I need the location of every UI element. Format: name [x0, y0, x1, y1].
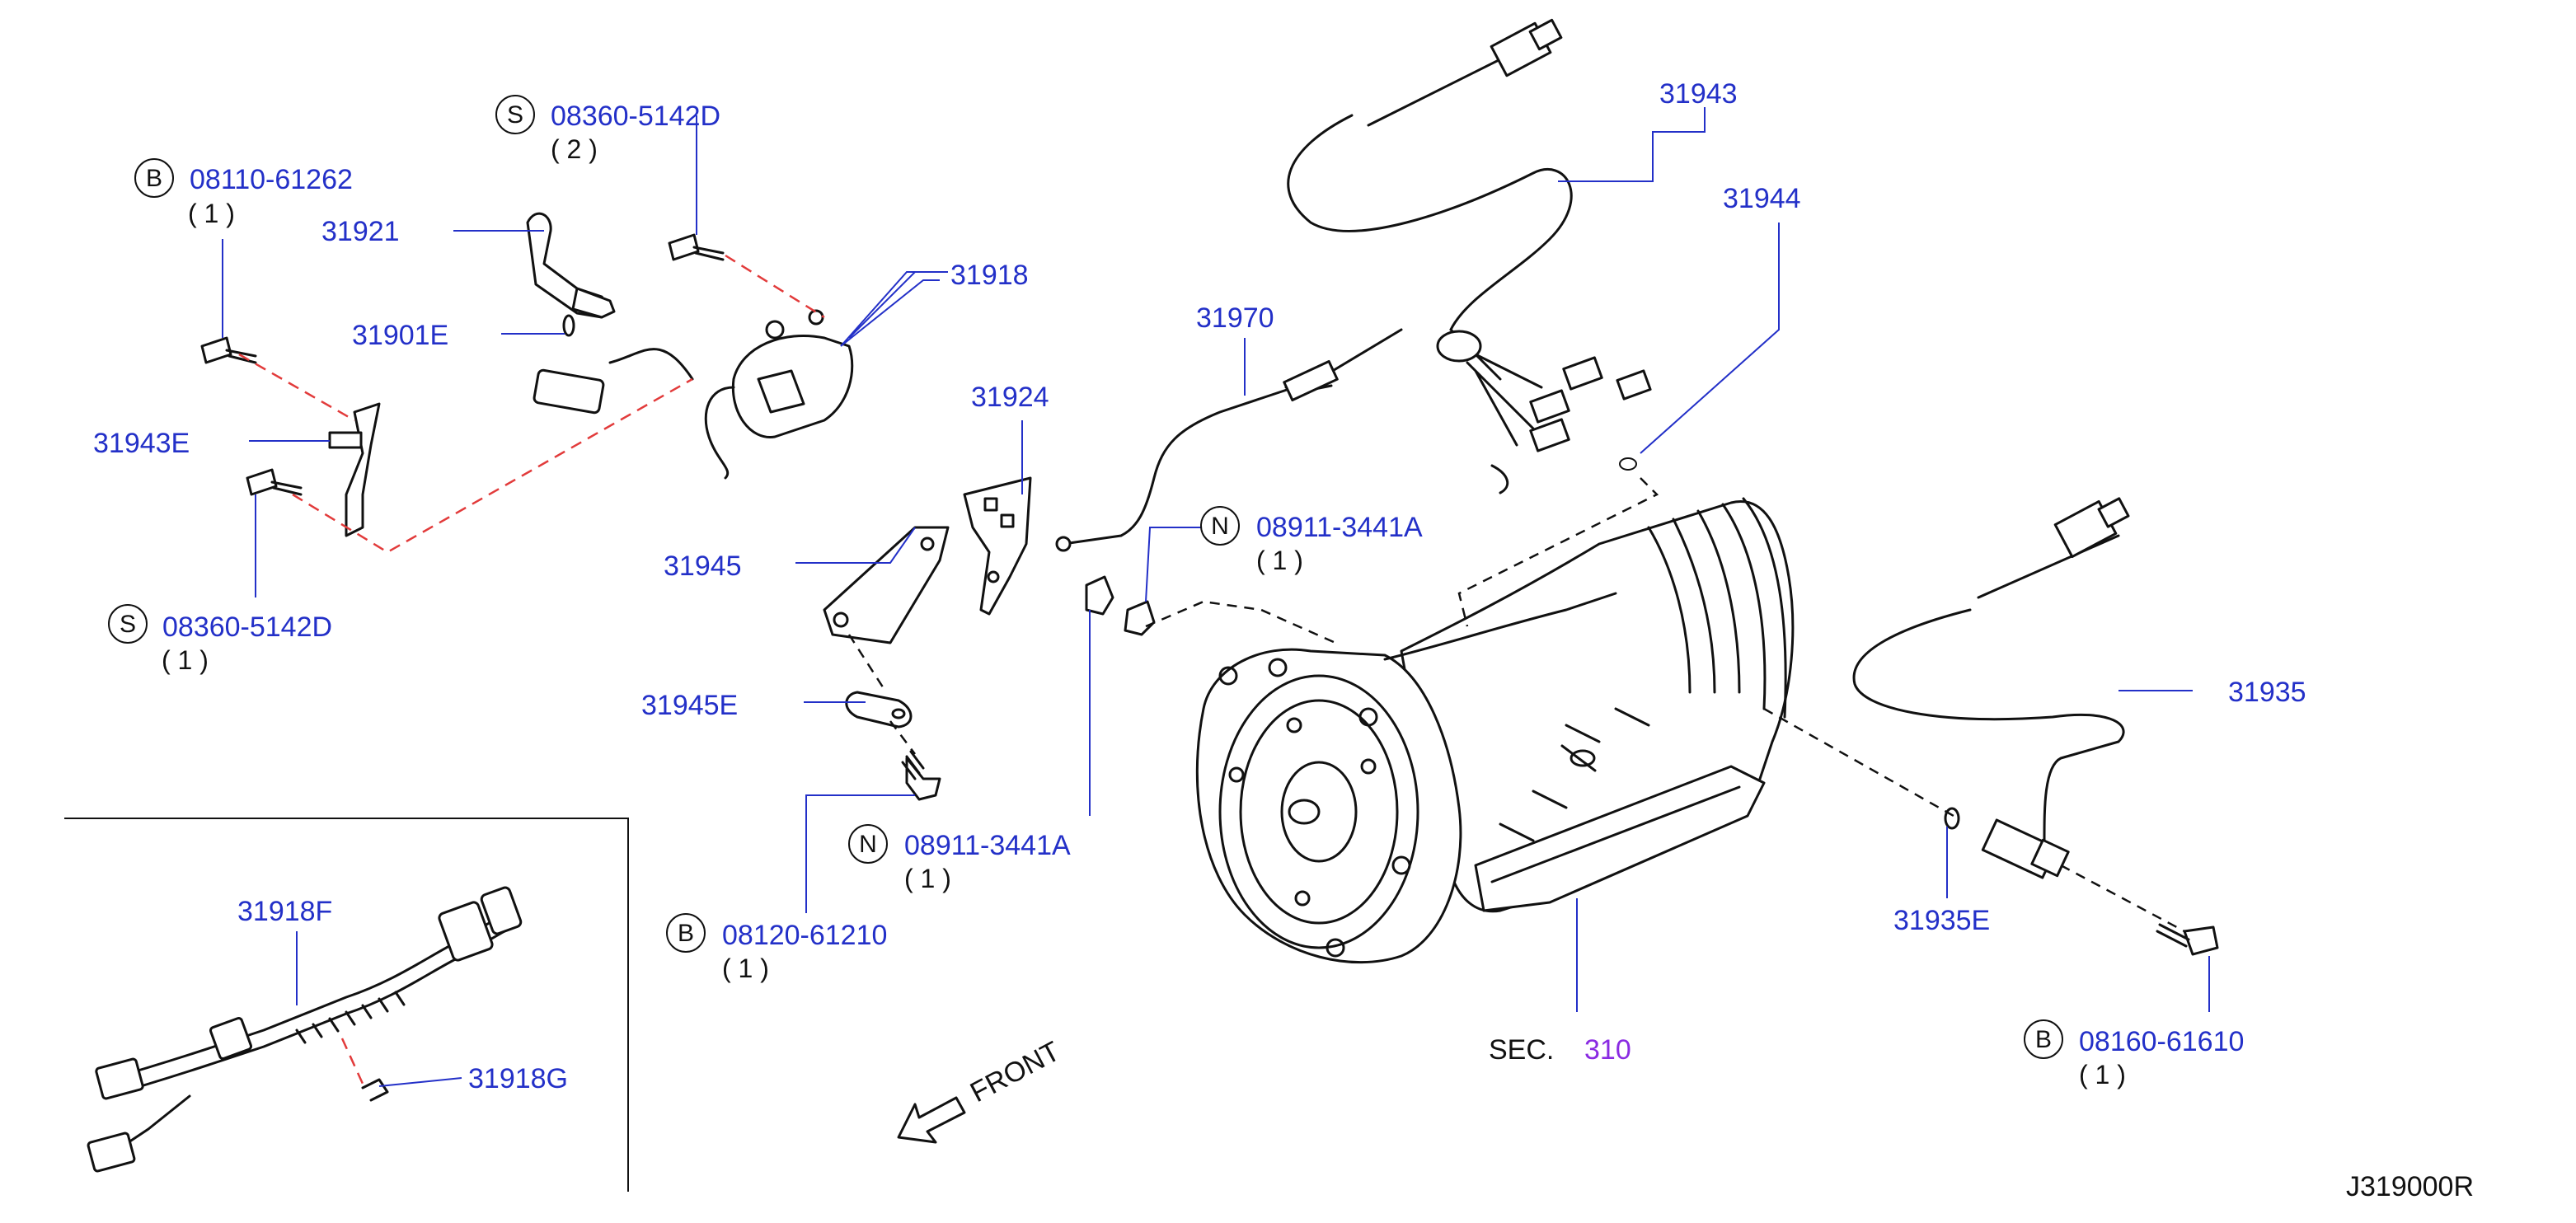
label-31945E[interactable]: 31945E — [641, 690, 738, 721]
label-08360-5142D-top[interactable]: 08360-5142D — [551, 101, 720, 132]
prefix-b-08110: B — [146, 165, 162, 192]
bolt-08360-5142D-top — [668, 233, 725, 261]
prefix-n-08911-right: N — [1211, 513, 1229, 540]
bolt-08120-61210 — [901, 750, 941, 801]
washer-31945E — [845, 691, 913, 729]
label-08110-61262[interactable]: 08110-61262 — [190, 164, 353, 195]
callout-circle-n-08911-low — [848, 824, 888, 864]
labels: 31943 31944 31970 31918 31921 31901E 319… — [93, 78, 2474, 1202]
bolt-08110-61262 — [200, 336, 257, 364]
label-08911-3441A-low[interactable]: 08911-3441A — [904, 830, 1071, 861]
label-31943E[interactable]: 31943E — [93, 428, 190, 459]
qty-08160-61610: ( 1 ) — [2079, 1060, 2126, 1089]
label-31944[interactable]: 31944 — [1723, 183, 1801, 214]
harness-31918F — [87, 886, 523, 1173]
prefix-s-08360-top: S — [507, 101, 523, 129]
callout-circle-b-08160 — [2024, 1019, 2063, 1059]
label-31935[interactable]: 31935 — [2228, 677, 2306, 708]
label-08360-5142D-left[interactable]: 08360-5142D — [162, 612, 332, 643]
section-prefix: SEC. — [1489, 1034, 1554, 1066]
bracket-31945 — [823, 526, 950, 644]
label-08120-61210[interactable]: 08120-61210 — [722, 920, 887, 951]
qty-08911-3441A-low: ( 1 ) — [904, 864, 951, 893]
diagram-code: J319000R — [2346, 1171, 2474, 1202]
label-08160-61610[interactable]: 08160-61610 — [2079, 1026, 2244, 1057]
bolt-08160-61610 — [2156, 923, 2219, 956]
callout-circle-s-08360-left — [108, 604, 148, 644]
leader-lines — [222, 107, 2210, 1087]
label-31924[interactable]: 31924 — [971, 382, 1049, 413]
label-31918G[interactable]: 31918G — [468, 1063, 568, 1094]
inset-frame — [64, 818, 629, 1192]
bolt-08360-5142D-left — [246, 468, 303, 496]
label-31945[interactable]: 31945 — [664, 551, 742, 582]
qty-08110-61262: ( 1 ) — [188, 199, 235, 228]
qty-08360-5142D-top: ( 2 ) — [551, 134, 598, 164]
control-cable-31970 — [1055, 328, 1403, 552]
clip-31918G — [361, 1078, 389, 1102]
label-31970[interactable]: 31970 — [1196, 302, 1274, 334]
prefix-n-08911-low: N — [859, 831, 877, 858]
inhibitor-switch-31918 — [533, 309, 854, 480]
speed-sensor-31935 — [1852, 497, 2130, 879]
guide-lines — [238, 254, 2185, 1085]
harness-31943 — [1287, 18, 1652, 494]
prefix-b-08160: B — [2035, 1026, 2052, 1053]
section-ref-310[interactable]: 310 — [1584, 1034, 1631, 1066]
label-31921[interactable]: 31921 — [321, 216, 400, 247]
qty-08911-3441A-right: ( 1 ) — [1256, 546, 1303, 575]
callout-circle-s-08360-top — [495, 95, 535, 134]
qty-08120-61210: ( 1 ) — [722, 954, 769, 983]
label-31901E[interactable]: 31901E — [352, 320, 448, 351]
label-31943[interactable]: 31943 — [1659, 78, 1738, 110]
callout-circle-b-08120 — [666, 913, 706, 953]
bracket-31924 — [963, 476, 1032, 616]
bracket-31943E — [328, 402, 381, 537]
label-08911-3441A-right[interactable]: 08911-3441A — [1256, 512, 1423, 543]
callout-circle-n-08911-right — [1200, 506, 1240, 546]
nuts-08911-3441A — [1085, 575, 1156, 636]
qty-08360-5142D-left: ( 1 ) — [162, 645, 209, 675]
label-31918[interactable]: 31918 — [950, 260, 1029, 291]
prefix-s-08360-left: S — [120, 611, 136, 638]
front-label: FRONT — [965, 1036, 1065, 1109]
front-arrow — [897, 1096, 966, 1144]
callout-circle-b-08110 — [134, 158, 174, 198]
label-31935E[interactable]: 31935E — [1893, 905, 1990, 936]
lever-31921 — [526, 212, 616, 337]
label-31918F[interactable]: 31918F — [237, 896, 332, 927]
prefix-b-08120: B — [678, 920, 694, 947]
transmission-assembly — [1195, 497, 1795, 964]
